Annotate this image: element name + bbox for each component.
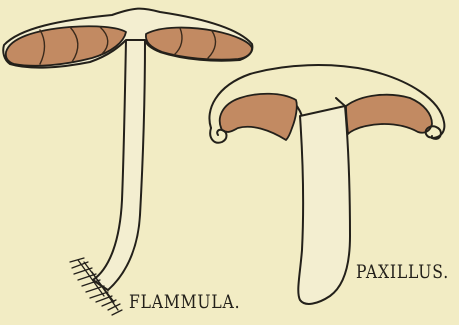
paxillus-gills-left	[220, 94, 297, 140]
label-flammula: FLAMMULA.	[129, 293, 240, 312]
paxillus-gills-right	[346, 95, 432, 134]
label-paxillus: PAXILLUS.	[356, 263, 449, 282]
paxillus-stem	[298, 106, 350, 304]
flammula-mushroom	[3, 9, 252, 315]
paxillus-curl-left	[210, 128, 226, 143]
flammula-stem	[93, 40, 145, 290]
